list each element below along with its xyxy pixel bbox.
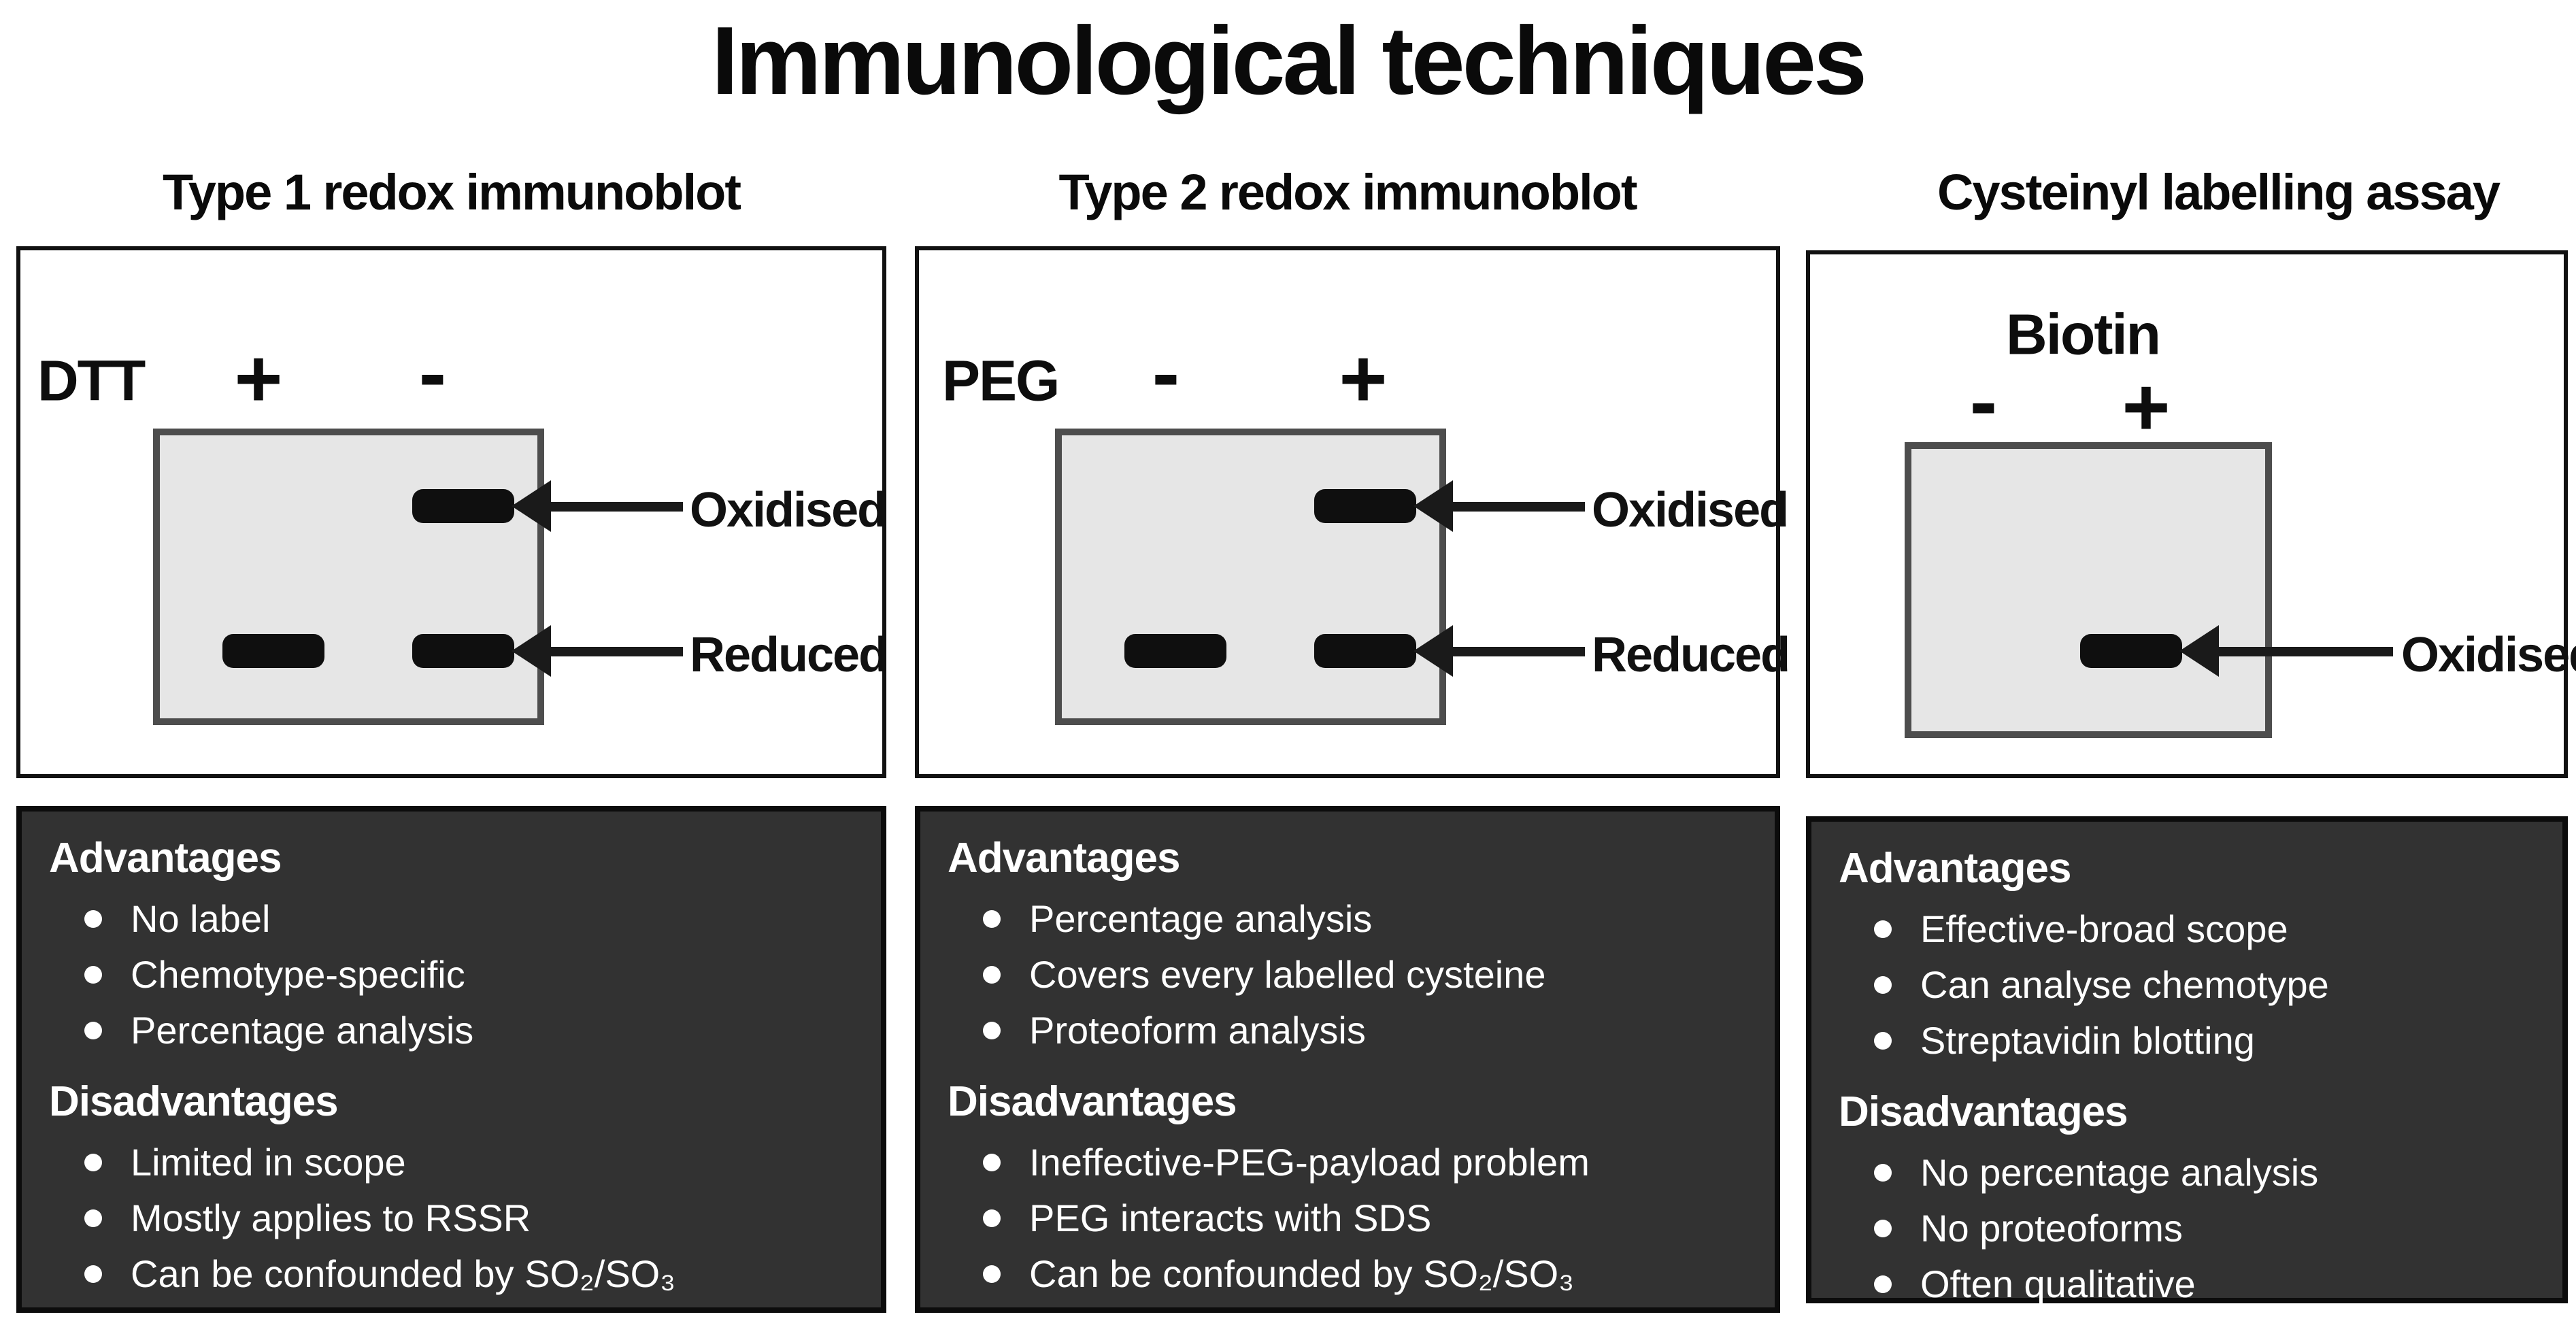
type2-minus-sign: - bbox=[1152, 327, 1180, 419]
list-item: Limited in scope bbox=[49, 1135, 854, 1190]
type2-reagent-label: PEG bbox=[942, 348, 1060, 413]
type1-advantages-list: No label Chemotype-specific Percentage a… bbox=[49, 891, 854, 1058]
type1-reduced-arrowhead-icon bbox=[512, 625, 551, 677]
type2-oxidised-band bbox=[1314, 489, 1416, 523]
type1-oxidised-arrowhead-icon bbox=[512, 480, 551, 532]
list-item: PEG interacts with SDS bbox=[948, 1190, 1747, 1246]
type2-disadvantages-heading: Disadvantages bbox=[948, 1078, 1237, 1126]
list-item: Effective-broad scope bbox=[1839, 901, 2535, 957]
column-header-type1: Type 1 redox immunoblot bbox=[163, 164, 741, 220]
list-item: No proteoforms bbox=[1839, 1201, 2535, 1256]
cysteinyl-oxidised-arrowhead-icon bbox=[2179, 625, 2219, 677]
type2-reduced-band-left bbox=[1124, 634, 1226, 668]
cysteinyl-advantages-heading: Advantages bbox=[1839, 845, 2071, 892]
type2-plus-sign: + bbox=[1339, 332, 1388, 424]
type2-advantages-list: Percentage analysis Covers every labelle… bbox=[948, 891, 1747, 1058]
type1-oxidised-arrow-line bbox=[548, 502, 683, 512]
list-item: Percentage analysis bbox=[948, 891, 1747, 947]
type1-plus-sign: + bbox=[234, 332, 283, 424]
cysteinyl-plus-sign: + bbox=[2122, 361, 2171, 453]
type1-oxidised-band bbox=[412, 489, 514, 523]
cysteinyl-oxidised-label: Oxidised bbox=[2401, 628, 2576, 682]
type1-reduced-arrow-line bbox=[548, 647, 683, 656]
type1-oxidised-label: Oxidised bbox=[690, 483, 887, 537]
cysteinyl-minus-sign: - bbox=[1969, 355, 1998, 448]
list-item: No label bbox=[49, 891, 854, 947]
list-item: Mostly applies to RSSR bbox=[49, 1190, 854, 1246]
type2-info-panel: Advantages Percentage analysis Covers ev… bbox=[915, 806, 1780, 1313]
list-item: Streptavidin blotting bbox=[1839, 1013, 2535, 1069]
type2-oxidised-arrowhead-icon bbox=[1414, 480, 1453, 532]
cysteinyl-oxidised-arrow-line bbox=[2216, 647, 2393, 656]
cysteinyl-info-panel: Advantages Effective-broad scope Can ana… bbox=[1806, 816, 2568, 1305]
type2-advantages-heading: Advantages bbox=[948, 835, 1180, 882]
type1-gel bbox=[153, 429, 544, 725]
list-item: Ineffective-PEG-payload problem bbox=[948, 1135, 1747, 1190]
list-item: Can be confounded by SO₂/SO₃ bbox=[948, 1246, 1747, 1302]
type1-minus-sign: - bbox=[418, 327, 447, 419]
type2-reduced-arrowhead-icon bbox=[1414, 625, 1453, 677]
page-title: Immunological techniques bbox=[711, 7, 1867, 115]
type1-reagent-label: DTT bbox=[37, 348, 146, 413]
type2-oxidised-label: Oxidised bbox=[1592, 483, 1789, 537]
list-item: Percentage analysis bbox=[49, 1003, 854, 1058]
type2-reduced-band-right bbox=[1314, 634, 1416, 668]
column-header-type2: Type 2 redox immunoblot bbox=[1058, 164, 1638, 220]
list-item: Can analyse chemotype bbox=[1839, 957, 2535, 1013]
type1-reduced-band-left bbox=[222, 634, 324, 668]
list-item: No percentage analysis bbox=[1839, 1145, 2535, 1201]
cysteinyl-oxidised-band bbox=[2080, 634, 2182, 668]
type2-oxidised-arrow-line bbox=[1450, 502, 1585, 512]
type2-gel bbox=[1055, 429, 1446, 725]
list-item: Chemotype-specific bbox=[49, 947, 854, 1003]
type1-info-panel: Advantages No label Chemotype-specific P… bbox=[16, 806, 886, 1313]
type2-reduced-label: Reduced bbox=[1592, 628, 1790, 682]
type1-reduced-band-right bbox=[412, 634, 514, 668]
type2-reduced-arrow-line bbox=[1450, 647, 1585, 656]
list-item: Often qualitative bbox=[1839, 1256, 2535, 1312]
list-item: Can be confounded by SO₂/SO₃ bbox=[49, 1246, 854, 1302]
cysteinyl-advantages-list: Effective-broad scope Can analyse chemot… bbox=[1839, 901, 2535, 1069]
type2-disadvantages-list: Ineffective-PEG-payload problem PEG inte… bbox=[948, 1135, 1747, 1302]
list-item: Proteoform analysis bbox=[948, 1003, 1747, 1058]
cysteinyl-reagent-label: Biotin bbox=[2006, 302, 2161, 367]
type1-disadvantages-list: Limited in scope Mostly applies to RSSR … bbox=[49, 1135, 854, 1302]
cysteinyl-disadvantages-list: No percentage analysis No proteoforms Of… bbox=[1839, 1145, 2535, 1312]
cysteinyl-disadvantages-heading: Disadvantages bbox=[1839, 1088, 2128, 1136]
type1-reduced-label: Reduced bbox=[690, 628, 888, 682]
cysteinyl-gel bbox=[1905, 442, 2272, 738]
column-header-cysteinyl: Cysteinyl labelling assay bbox=[1937, 164, 2500, 220]
type1-disadvantages-heading: Disadvantages bbox=[49, 1078, 339, 1126]
list-item: Covers every labelled cysteine bbox=[948, 947, 1747, 1003]
type1-advantages-heading: Advantages bbox=[49, 835, 282, 882]
